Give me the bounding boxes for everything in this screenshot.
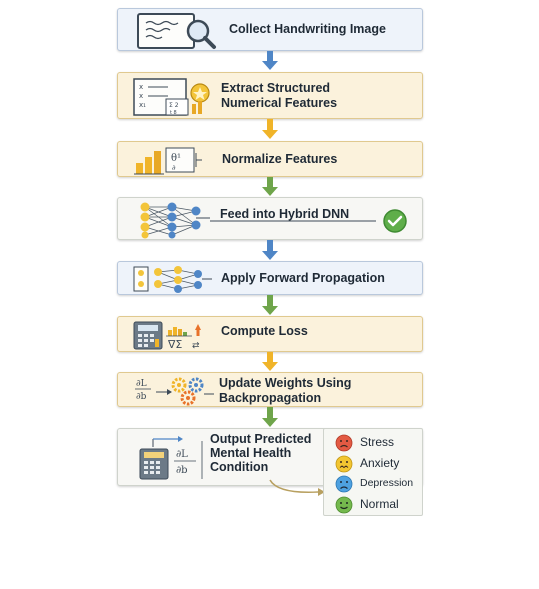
connector-line <box>210 220 376 222</box>
step-compute-loss: ∇Σ ⇄ Compute Loss <box>117 316 423 352</box>
step-label: Compute Loss <box>221 324 308 338</box>
svg-text:∂b: ∂b <box>176 465 188 476</box>
class-anxiety: Anxiety <box>324 454 422 473</box>
clipboard-magnifier-icon <box>137 13 216 49</box>
step-label: Normalize Features <box>222 152 338 166</box>
flow-arrow <box>262 240 278 260</box>
svg-text:∂L: ∂L <box>136 379 147 389</box>
step-normalize-features: θ¹ ∂ Normalize Features <box>117 141 423 177</box>
flow-arrow <box>262 119 278 139</box>
svg-text:t 8: t 8 <box>170 110 177 116</box>
class-stress: Stress <box>324 433 422 452</box>
bar-formula-icon: θ¹ ∂ <box>134 147 202 175</box>
flow-arrow <box>262 51 278 70</box>
gears-gradient-icon: ∂L ∂b <box>135 377 214 406</box>
flow-arrow <box>262 295 278 315</box>
svg-text:⇄: ⇄ <box>192 341 200 351</box>
gear-icon <box>180 390 196 406</box>
gear-icon <box>171 377 187 393</box>
step-label: Extract Structured Numerical Features <box>221 81 338 110</box>
svg-text:x₁: x₁ <box>139 101 146 109</box>
calculator-chart-icon: ∇Σ ⇄ <box>133 321 201 351</box>
step-feed-dnn: Feed into Hybrid DNN <box>117 197 423 240</box>
svg-text:∂L: ∂L <box>176 449 188 460</box>
curved-arrow <box>269 479 325 496</box>
step-extract-features: x x x₁ Σ 2 t 8 Extract Structured Numeri… <box>117 72 423 119</box>
flow-arrow <box>262 177 278 196</box>
step-forward-propagation: Apply Forward Propagation <box>117 261 423 295</box>
class-depression: Depression <box>324 474 422 493</box>
step-label: Output Predicted Mental Health Condition <box>210 432 312 474</box>
neural-network-icon <box>140 202 210 239</box>
stress-face-icon <box>335 434 353 452</box>
feature-table-icon: x x x₁ Σ 2 t 8 <box>133 78 210 116</box>
step-collect-handwriting: Collect Handwriting Image <box>117 8 423 51</box>
svg-text:x: x <box>139 83 143 91</box>
check-icon <box>383 209 407 233</box>
normal-face-icon <box>335 496 353 514</box>
class-label: Depression <box>360 477 414 489</box>
prediction-classes-panel: Stress Anxiety Depression Normal <box>323 428 423 516</box>
svg-text:∂b: ∂b <box>136 392 147 402</box>
svg-text:x: x <box>139 92 143 100</box>
flow-arrow <box>262 407 278 427</box>
class-normal: Normal <box>324 495 422 514</box>
class-label: Stress <box>360 435 395 449</box>
svg-text:Σ 2: Σ 2 <box>169 102 179 109</box>
step-label: Feed into Hybrid DNN <box>220 207 350 221</box>
svg-text:∇Σ: ∇Σ <box>167 338 182 351</box>
step-label: Collect Handwriting Image <box>229 22 386 36</box>
step-update-weights: ∂L ∂b Update Weights Using Backpropagati… <box>117 372 423 407</box>
step-label: Update Weights Using Backpropagation <box>219 376 352 405</box>
gear-icon <box>188 377 204 393</box>
class-label: Normal <box>360 497 399 511</box>
class-label: Anxiety <box>360 456 400 470</box>
svg-text:θ¹: θ¹ <box>171 153 181 164</box>
step-label: Apply Forward Propagation <box>221 271 385 285</box>
svg-text:∂: ∂ <box>172 164 176 172</box>
anxiety-face-icon <box>335 455 353 473</box>
depression-face-icon <box>335 475 353 493</box>
flow-arrow <box>262 352 278 371</box>
forward-network-icon <box>133 266 212 293</box>
calculator-gradient-icon: ∂L ∂b <box>139 436 203 480</box>
